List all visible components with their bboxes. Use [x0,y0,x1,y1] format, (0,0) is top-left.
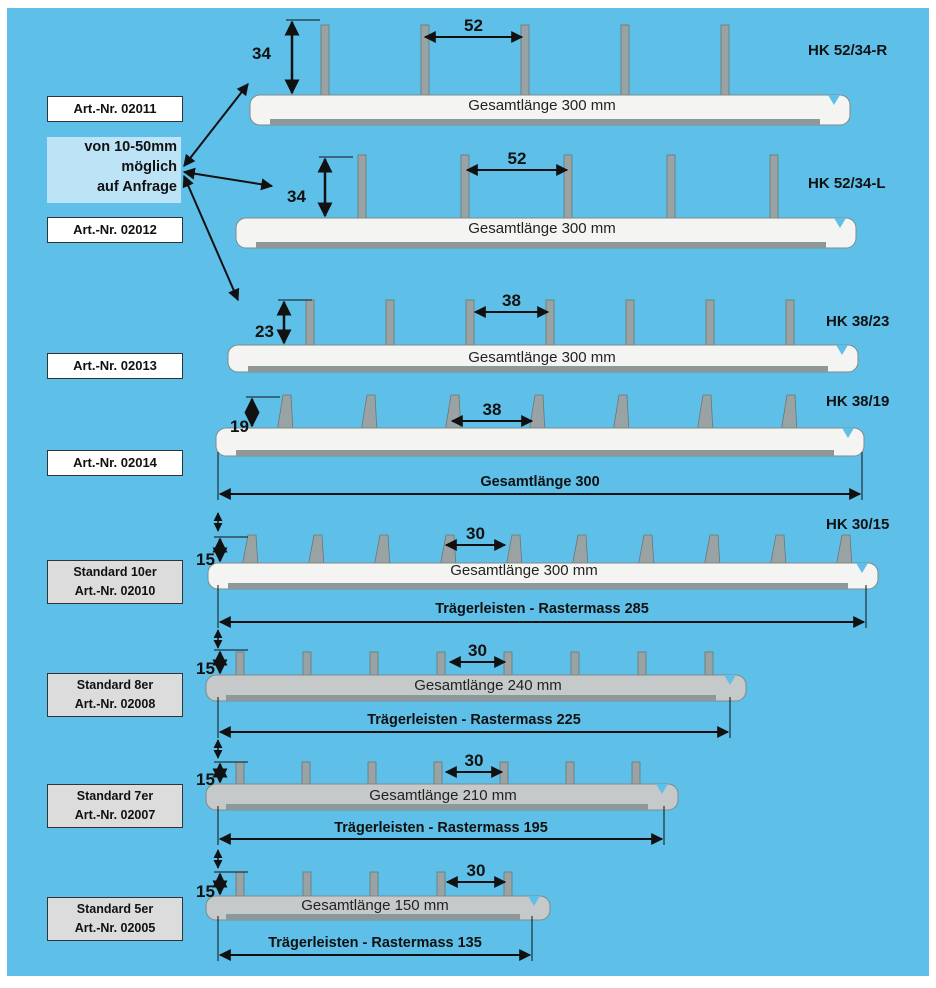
strip-shadow [226,914,520,920]
article-number: Art.-Nr. 02007 [74,808,156,822]
note-line: auf Anfrage [96,179,177,195]
pin [720,24,730,100]
model-label-hk-38-23: HK 38/23 [826,313,890,330]
article-label-02013: Art.-Nr. 02013 [47,353,183,379]
strip-notch [656,784,668,794]
total-length-text: Trägerleisten - Rastermass 225 [367,712,581,728]
strip-notch [856,563,868,573]
strip-notch [836,345,848,355]
total-length-text: Trägerleisten - Rastermass 285 [435,601,649,617]
article-label-02014: Art.-Nr. 02014 [47,450,183,476]
strip-shadow [236,450,834,456]
spacing-value: 30 [467,861,486,880]
pointer-arrow [182,167,274,191]
pin [563,154,573,223]
strip-length-text: Gesamtlänge 210 mm [369,787,517,804]
total-length-text: Gesamtlänge 300 [480,474,599,490]
total-length-text: Trägerleisten - Rastermass 195 [334,820,548,836]
article-type: Standard 8er [76,678,154,692]
article-label-02008: Standard 8er Art.-Nr. 02008 [47,673,183,717]
height-value: 15 [196,659,215,678]
strip-length-text: Gesamtlänge 300 mm [468,349,616,366]
strip-length-text: Gesamtlänge 300 mm [468,220,616,237]
article-number: Art.-Nr. 02005 [74,921,156,935]
strip-length-text: Gesamtlänge 300 mm [468,97,616,114]
total-length-text: Trägerleisten - Rastermass 135 [268,935,482,951]
strip-length-text: Gesamtlänge 150 mm [301,897,449,914]
pin [385,299,395,350]
note-line: möglich [121,159,177,175]
article-type: Standard 5er [76,902,154,916]
article-number: Art.-Nr. 02008 [74,697,156,711]
spacing-value: 30 [466,524,485,543]
custom-height-note: von 10-50mm möglich auf Anfrage [47,137,181,203]
article-label-02005: Standard 5er Art.-Nr. 02005 [47,897,183,941]
article-type: Standard 7er [76,789,154,803]
pin [785,299,795,350]
strip-shadow [226,695,716,701]
spacing-value: 38 [483,400,502,419]
strip-notch [842,428,854,438]
height-value: 15 [196,882,215,901]
strip-shadow [226,804,648,810]
strip-shadow [256,242,826,248]
strip-shadow [270,119,820,125]
pin [520,24,530,100]
pin [320,24,330,100]
strip-length-text: Gesamtlänge 240 mm [414,677,562,694]
note-line: von 10-50mm [84,139,177,155]
height-value: 34 [287,187,306,206]
strip-notch [528,896,540,906]
pin [705,299,715,350]
spacing-value: 30 [465,751,484,770]
pin [620,24,630,100]
article-label-02011: Art.-Nr. 02011 [47,96,183,122]
strip-notch [834,218,846,228]
strip-notch [724,675,736,685]
strip-shadow [228,583,848,589]
spacing-value: 52 [464,16,483,35]
model-label-hk-30-15: HK 30/15 [826,516,890,533]
pin [465,299,475,350]
height-value: 34 [252,44,271,63]
spacing-value: 30 [468,641,487,660]
strip-length-text: Gesamtlänge 300 mm [450,562,598,579]
height-value: 15 [196,770,215,789]
height-value: 15 [196,550,215,569]
height-value: 23 [255,322,274,341]
pointer-arrow [183,83,249,167]
strip-shadow [248,366,828,372]
pin [545,299,555,350]
pin [625,299,635,350]
pin [357,154,367,223]
height-value: 19 [230,417,249,436]
pin [305,299,315,350]
article-label-02007: Standard 7er Art.-Nr. 02007 [47,784,183,828]
model-label-hk-52-34-r: HK 52/34-R [808,42,888,59]
model-label-hk-38-19: HK 38/19 [826,393,890,410]
strip-notch [828,95,840,105]
pin [666,154,676,223]
article-label-02012: Art.-Nr. 02012 [47,217,183,243]
model-label-hk-52-34-l: HK 52/34-L [808,175,886,192]
article-label-02010: Standard 10er Art.-Nr. 02010 [47,560,183,604]
spacing-value: 52 [508,149,527,168]
pin [460,154,470,223]
pin [769,154,779,223]
pointer-arrow [182,174,240,302]
spacing-value: 38 [502,291,521,310]
article-number: Art.-Nr. 02010 [74,584,156,598]
article-type: Standard 10er [73,565,157,579]
